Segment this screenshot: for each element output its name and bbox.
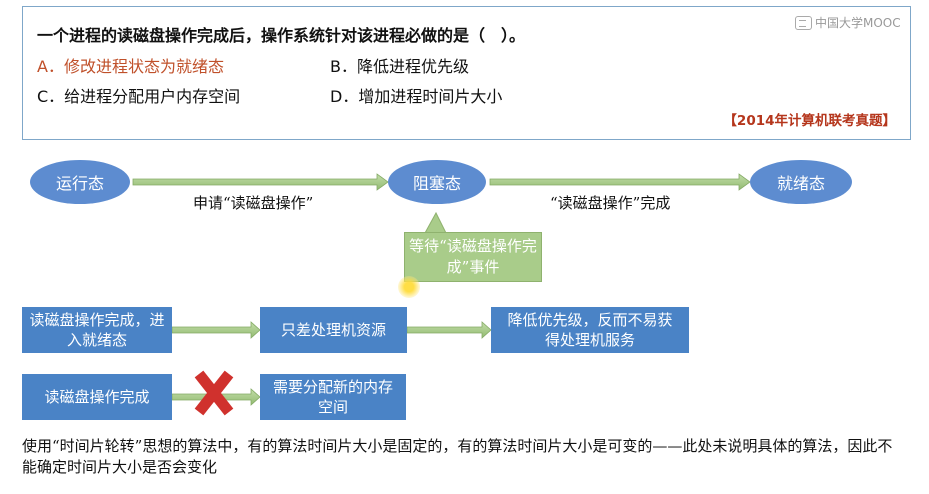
mooc-watermark: 中国大学MOOC <box>795 14 901 31</box>
box-only-cpu: 只差处理机资源 <box>260 307 407 353</box>
arrow1-label: 申请“读磁盘操作” <box>193 194 314 212</box>
question-box: 一个进程的读磁盘操作完成后，操作系统针对该进程必做的是（ ）。 A．修改进程状态… <box>22 6 911 140</box>
question-source: 【2014年计算机联考真题】 <box>723 113 896 129</box>
box-new-memory: 需要分配新的内存空间 <box>260 374 406 420</box>
box-lower-priority: 降低优先级，反而不易获得处理机服务 <box>491 307 689 353</box>
state-ready: 就绪态 <box>750 160 852 204</box>
cross-icon <box>194 370 234 416</box>
option-c: C．给进程分配用户内存空间 <box>37 87 241 106</box>
box-disk-done-ready: 读磁盘操作完成，进入就绪态 <box>22 307 172 353</box>
option-a: A．修改进程状态为就绪态 <box>37 57 224 76</box>
cursor-highlight <box>398 276 420 298</box>
arrow-row1-a <box>171 321 261 339</box>
arrow-block-to-ready <box>489 173 751 191</box>
callout-pointer <box>424 211 447 234</box>
state-running: 运行态 <box>30 160 130 204</box>
option-d: D．增加进程时间片大小 <box>330 87 503 106</box>
question-text: 一个进程的读磁盘操作完成后，操作系统针对该进程必做的是（ ）。 <box>37 26 526 45</box>
arrow2-label: “读磁盘操作”完成 <box>550 194 671 212</box>
option-b: B．降低进程优先级 <box>330 57 469 76</box>
callout-box: 等待“读磁盘操作完成”事件 <box>404 232 542 282</box>
arrow-row1-b <box>406 321 492 339</box>
box-disk-done: 读磁盘操作完成 <box>22 374 172 420</box>
mooc-logo-icon <box>795 15 812 30</box>
arrow-run-to-block <box>132 173 389 191</box>
state-blocked: 阻塞态 <box>388 160 486 204</box>
mooc-watermark-text: 中国大学MOOC <box>815 16 901 30</box>
explanation-note: 使用“时间片轮转”思想的算法中，有的算法时间片大小是固定的，有的算法时间片大小是… <box>22 437 893 476</box>
